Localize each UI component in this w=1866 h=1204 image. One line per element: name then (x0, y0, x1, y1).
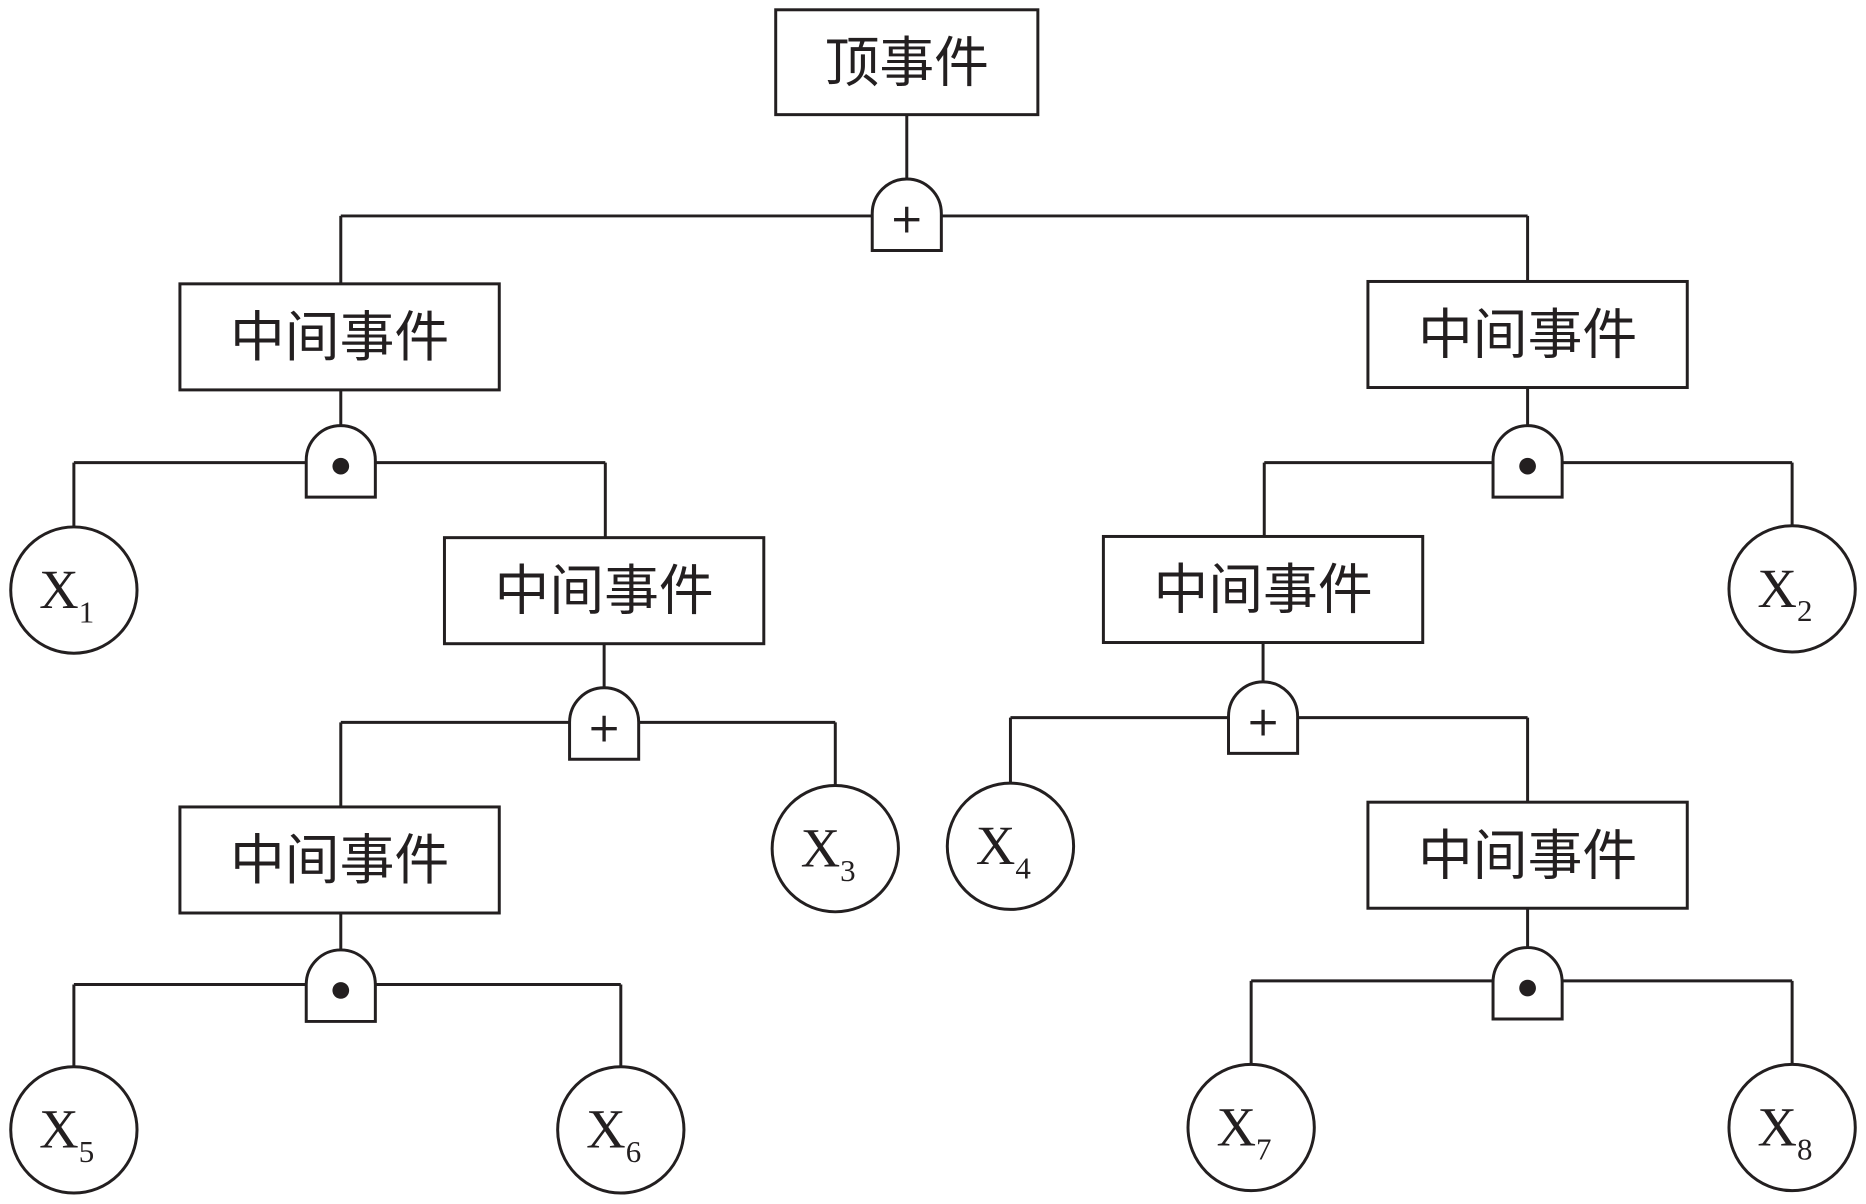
basic-event-base: X (39, 1099, 79, 1160)
intermediate-event-r2-box (1101, 534, 1425, 645)
intermediate-event-l1-box (178, 282, 501, 392)
basic-event-subscript: 2 (1797, 593, 1812, 628)
basic-event-circle (556, 1065, 686, 1195)
basic-event-label: X8 (1757, 1096, 1812, 1166)
or-gate-plus-icon: + (890, 195, 924, 243)
basic-event-label: X7 (1216, 1096, 1271, 1166)
basic-event-label: X4 (976, 815, 1031, 885)
basic-event-circle (1727, 524, 1857, 654)
basic-event-label: X3 (801, 818, 856, 888)
basic-event-subscript: 3 (840, 853, 855, 888)
or-gate-shape (1227, 680, 1300, 755)
basic-event-label: X1 (39, 559, 94, 629)
basic-event-subscript: 5 (79, 1134, 94, 1169)
intermediate-event-l2-label: 中间事件 (495, 559, 714, 623)
intermediate-event-l2-box (442, 536, 766, 646)
gate-l1 (304, 424, 377, 499)
top-gate: + (870, 177, 943, 252)
gate-r1 (1491, 424, 1564, 499)
basic-event-x6: X6 (556, 1065, 686, 1195)
basic-event-x7: X7 (1186, 1062, 1316, 1193)
intermediate-event-l1-label: 中间事件 (230, 305, 449, 369)
basic-event-label: X5 (39, 1099, 94, 1169)
basic-event-base: X (1757, 1096, 1797, 1157)
basic-event-base: X (801, 818, 841, 879)
basic-event-circle (9, 525, 139, 655)
basic-event-circle (945, 781, 1076, 911)
basic-event-label: X2 (1757, 558, 1812, 628)
basic-event-x8: X8 (1727, 1062, 1857, 1193)
basic-event-label: X6 (586, 1099, 641, 1169)
intermediate-event-l3-box (178, 805, 501, 915)
or-gate-plus-icon: + (1246, 697, 1280, 745)
basic-event-x4: X4 (945, 781, 1076, 911)
top-event-label: 顶事件 (825, 30, 989, 94)
gate-r2: + (1227, 680, 1300, 755)
top-event: 顶事件 (774, 8, 1040, 117)
gate-r3 (1491, 946, 1564, 1021)
and-gate-dot-icon (1519, 979, 1536, 997)
and-gate-dot-icon (1519, 457, 1536, 475)
intermediate-event-l3: 中间事件 (178, 805, 501, 915)
basic-event-circle (1186, 1062, 1316, 1193)
gate-l2: + (568, 686, 641, 761)
and-gate-dot-icon (332, 457, 350, 475)
intermediate-event-r3-label: 中间事件 (1418, 823, 1637, 887)
intermediate-event-r3: 中间事件 (1366, 800, 1689, 910)
intermediate-event-r1-box (1366, 279, 1689, 390)
basic-event-subscript: 1 (79, 594, 94, 629)
intermediate-event-l1: 中间事件 (178, 282, 501, 392)
intermediate-event-r3-box (1366, 800, 1689, 910)
basic-event-circle (770, 784, 900, 914)
basic-event-circle (1727, 1062, 1857, 1193)
basic-event-circle (9, 1065, 139, 1195)
or-gate-plus-icon: + (587, 703, 621, 751)
basic-event-subscript: 7 (1256, 1132, 1271, 1167)
basic-event-subscript: 8 (1797, 1132, 1812, 1167)
intermediate-event-r1-label: 中间事件 (1418, 303, 1637, 367)
basic-event-base: X (1216, 1096, 1256, 1157)
intermediate-event-r2-label: 中间事件 (1153, 558, 1372, 622)
intermediate-event-l3-label: 中间事件 (230, 828, 449, 892)
basic-event-subscript: 4 (1015, 850, 1030, 885)
or-gate-shape (568, 686, 641, 761)
intermediate-event-r2: 中间事件 (1101, 534, 1425, 645)
basic-event-subscript: 6 (626, 1134, 641, 1169)
intermediate-event-r1: 中间事件 (1366, 279, 1689, 390)
basic-event-x3: X3 (770, 784, 900, 914)
basic-event-x5: X5 (9, 1065, 139, 1195)
basic-event-base: X (39, 559, 79, 620)
basic-event-base: X (976, 815, 1016, 876)
basic-event-base: X (586, 1099, 626, 1160)
basic-event-x2: X2 (1727, 524, 1857, 654)
or-gate-shape (870, 177, 943, 252)
basic-event-x1: X1 (9, 525, 139, 655)
top-event-box (774, 8, 1040, 117)
gate-l3 (304, 948, 377, 1023)
basic-event-base: X (1757, 558, 1797, 619)
and-gate-dot-icon (332, 982, 350, 999)
intermediate-event-l2: 中间事件 (442, 536, 766, 646)
